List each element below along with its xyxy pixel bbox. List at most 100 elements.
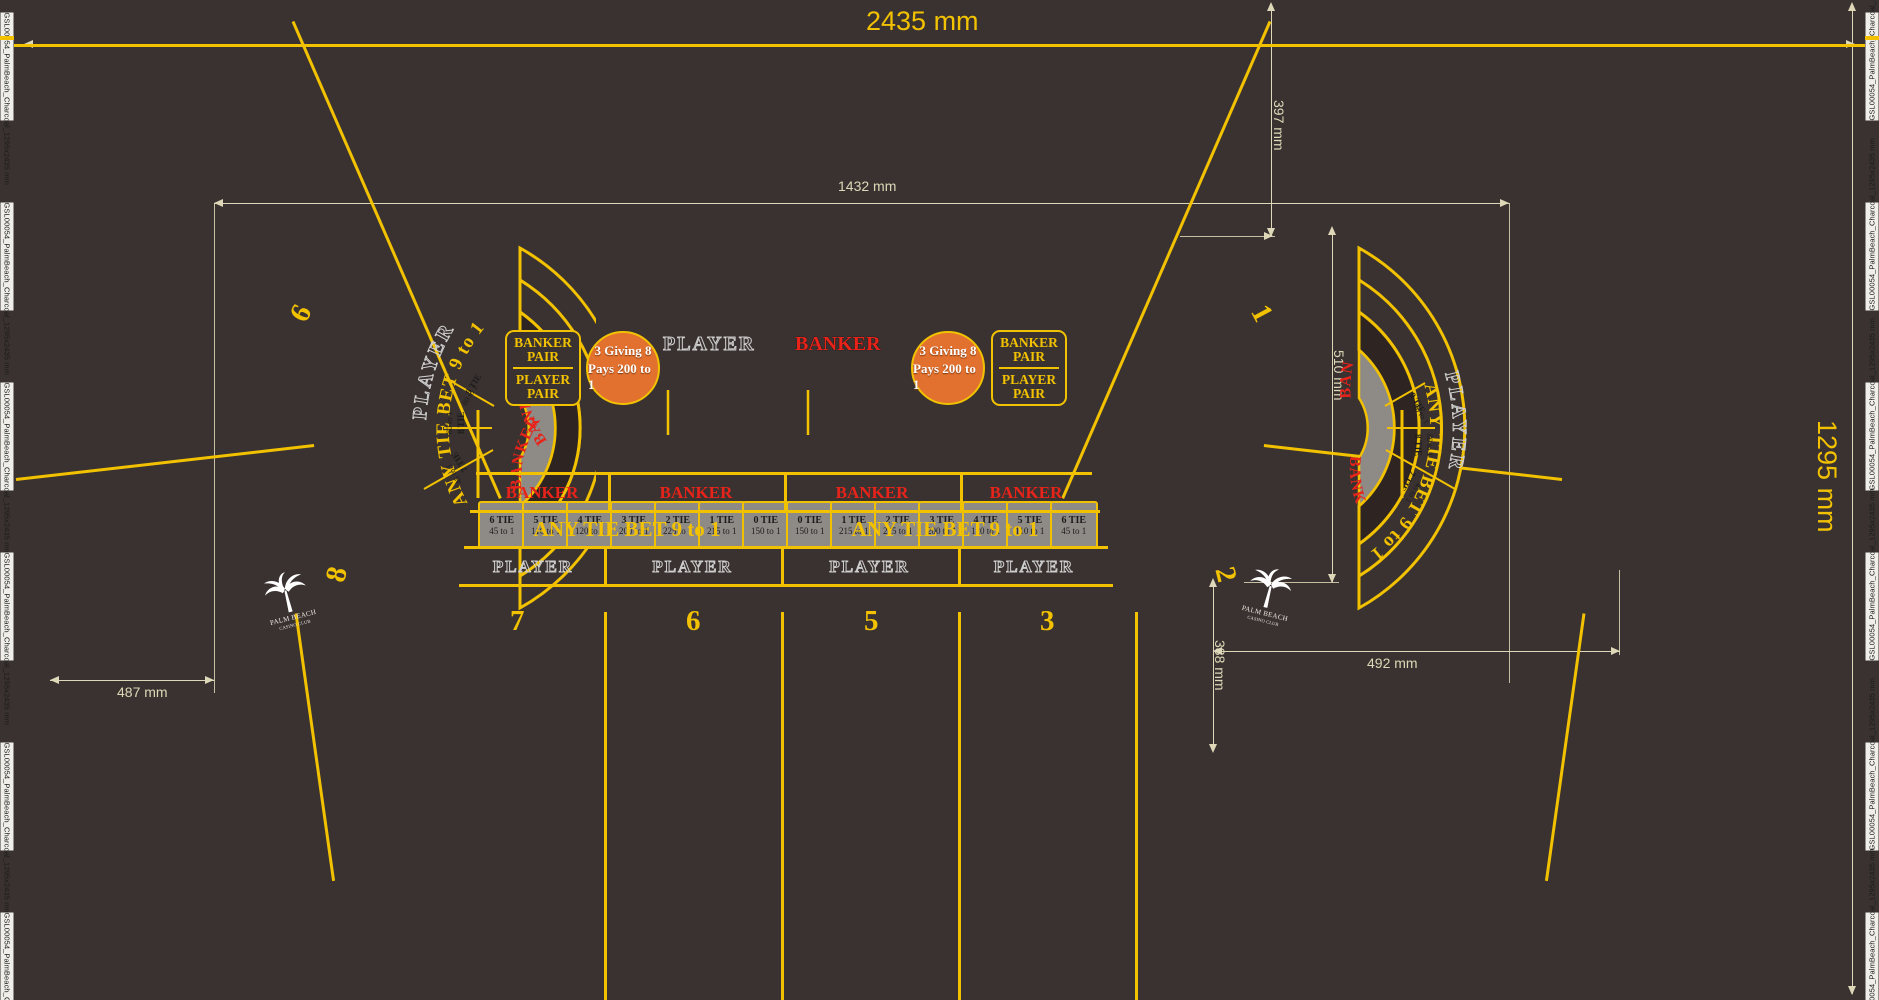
left-pair-box[interactable]: BANKER PAIR PLAYER PAIR	[505, 330, 581, 406]
tie-cell-name: 6 TIE	[1061, 514, 1087, 526]
player-row-bottom-rail	[459, 584, 1113, 587]
tie-cell-name: 4 TIE	[577, 514, 603, 526]
seat-divider-line	[604, 612, 607, 1000]
left-offset-dim-line	[50, 680, 214, 681]
dim-arrow	[1848, 986, 1856, 995]
overall-width-value: 2435 mm	[866, 6, 979, 36]
dim-arrow	[214, 199, 223, 207]
player-bet-cell-2[interactable]: PLAYER	[829, 556, 910, 576]
left-edge-strip: GSL00054_PalmBeach_Charcoal_1295x2435 mm…	[0, 0, 14, 1000]
dim-arrow	[1500, 199, 1509, 207]
banker-pair-line2: PAIR	[1013, 348, 1045, 364]
right-banker-arc-text-1: BANKER	[1283, 238, 1358, 399]
right-edge-strip: GSL00054_PalmBeach_Charcoal_1295x2435 mm…	[1865, 0, 1879, 1000]
player-pair-line1: PLAYER	[1001, 371, 1057, 387]
banker-bet-cell-2[interactable]: BANKER	[835, 483, 909, 502]
tie-cell-payout: 225 to 1	[882, 525, 913, 536]
tie-cell-name: 6 TIE	[489, 514, 515, 526]
player-bet-cell-1[interactable]: PLAYER	[652, 556, 733, 576]
tie-cell-payout: 150 to 1	[794, 525, 825, 536]
seat-divider-line	[958, 612, 961, 1000]
tie-cell-name: 0 TIE	[797, 514, 823, 526]
banker-bet-cell-0[interactable]: BANKER	[505, 483, 579, 502]
dim-extension	[1619, 570, 1620, 655]
right-height-dim-line	[1332, 230, 1333, 582]
player-pair-half[interactable]: PLAYER PAIR	[507, 369, 579, 404]
dim-arrow	[1209, 578, 1217, 587]
edge-label: GSL00054_PalmBeach_Charcoal_1295x2435 mm	[0, 12, 14, 185]
payout-line1: 3 Giving 8	[594, 343, 652, 358]
dim-arrow	[205, 676, 214, 684]
tie-cell-payout: 215 to 1	[706, 525, 737, 536]
tie-cell-payout: 225 to 1	[662, 525, 693, 536]
player-cell-divider	[604, 546, 607, 584]
seat-number-7: 7	[510, 605, 525, 637]
right-payout-circle[interactable]: 3 Giving 8 Pays 200 to 1	[911, 331, 985, 405]
player-bet-cell-0[interactable]: PLAYER	[492, 556, 574, 576]
player-bet-cell-3[interactable]: PLAYER	[993, 556, 1075, 576]
tie-cell-name: 1 TIE	[709, 514, 735, 526]
player-pair-line2: PAIR	[527, 385, 559, 401]
edge-label: GSL00054_PalmBeach_Charcoal_1295x2435 mm	[1865, 678, 1879, 851]
dim-arrow	[1328, 574, 1336, 583]
edge-label: GSL00054_PalmBeach_Charcoal_1295x2435 mm	[1865, 0, 1879, 121]
banker-cell-divider	[784, 472, 787, 510]
banker-row-bottom-rail	[470, 510, 1100, 513]
tie-cell-name: 5 TIE	[1017, 514, 1043, 526]
svg-text:8 TIE: 8 TIE	[456, 412, 466, 434]
banker-bet-cell-1[interactable]: BANKER	[659, 483, 733, 502]
any-tie-bet-cell-1[interactable]: ANY TIE BET 9 to 1	[851, 517, 1039, 541]
banker-pair-half[interactable]: BANKER PAIR	[993, 332, 1065, 367]
seat-number-6: 6	[686, 605, 701, 637]
banker-bet-cell-3[interactable]: BANKER	[989, 483, 1063, 502]
center-banker-label: BANKER	[795, 333, 881, 355]
right-offset-dim-line	[1213, 651, 1620, 652]
table-top-edge-line	[14, 44, 1865, 47]
seat-divider-line	[781, 612, 784, 1000]
edge-label: GSL00054_PalmBeach_Charcoal_1295x2435 mm	[0, 912, 14, 1000]
registration-tick	[0, 36, 14, 40]
right-arc-group: PLAYER ANY TIE BET 9 to 1 BANKER BANKER …	[1276, 225, 1583, 618]
player-pair-line1: PLAYER	[515, 371, 571, 387]
svg-text:8 TIE: 8 TIE	[1413, 434, 1423, 456]
tie-cell-payout: 45 to 1	[489, 525, 515, 536]
edge-label: GSL00054_PalmBeach_Charcoal_1295x2435 mm	[0, 742, 14, 915]
table-diagonal-line	[1544, 613, 1586, 882]
tie-cell-name: 2 TIE	[885, 514, 911, 526]
edge-label: GSL00054_PalmBeach_Charcoal_1295x2435 mm	[1865, 848, 1879, 1000]
svg-text:80 to 1: 80 to 1	[1425, 434, 1434, 456]
player-pair-half[interactable]: PLAYER PAIR	[993, 369, 1065, 404]
palm-beach-logo-left: PALM BEACH CASINO CLUB	[251, 563, 326, 638]
banker-pair-half[interactable]: BANKER PAIR	[507, 332, 579, 367]
edge-label: GSL00054_PalmBeach_Charcoal_1295x2435 mm	[0, 202, 14, 375]
dim-extension	[214, 203, 215, 693]
inner-width-value: 1432 mm	[838, 178, 897, 194]
pair-box-divider	[999, 367, 1059, 369]
top-offset-value: 397 mm	[1271, 100, 1287, 151]
player-cell-divider	[958, 546, 961, 584]
tie-cell-name: 2 TIE	[665, 514, 691, 526]
dim-arrow	[1328, 226, 1336, 235]
dim-extension	[1180, 236, 1275, 237]
overall-height-dim-line	[1852, 6, 1853, 994]
any-tie-bet-cell-0[interactable]: ANY TIE BET 9 to 1	[533, 517, 721, 541]
seat-number-3: 3	[1040, 605, 1055, 637]
right-pair-box[interactable]: BANKER PAIR PLAYER PAIR	[991, 330, 1067, 406]
edge-label: GSL00054_PalmBeach_Charcoal_1295x2435 mm	[1865, 318, 1879, 491]
dim-extension	[1244, 582, 1339, 583]
anytie-row-bottom-rail	[464, 546, 1108, 549]
edge-label: GSL00054_PalmBeach_Charcoal_1295x2435 mm	[1865, 138, 1879, 311]
right-tie-fan[interactable]	[1357, 347, 1396, 509]
dim-arrow	[1848, 2, 1856, 11]
top-offset-dim-line	[1271, 6, 1272, 236]
tie-cell-payout: 200 to 1	[618, 525, 649, 536]
overall-height-value: 1295 mm	[1812, 420, 1842, 533]
tie-cell-name: 3 TIE	[621, 514, 647, 526]
left-payout-circle[interactable]: 3 Giving 8 Pays 200 to 1	[586, 331, 660, 405]
